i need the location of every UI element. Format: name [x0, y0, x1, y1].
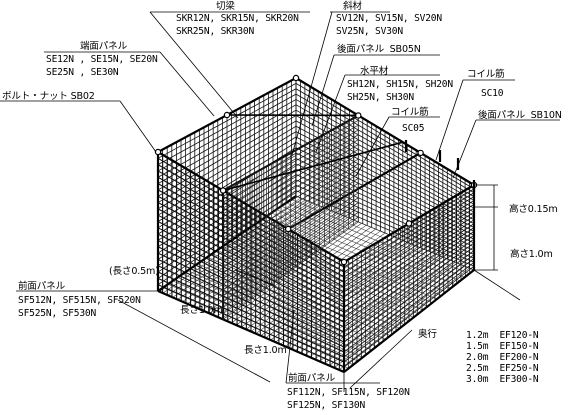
length-10-label-b: 長さ1.0m [244, 345, 287, 356]
shazai-title: 斜材 [343, 1, 362, 12]
kiribari-title: 切梁 [216, 1, 235, 12]
bolts [154, 74, 478, 266]
depth-row-5: 3.0m EF300-N [466, 374, 539, 385]
coil-sc05-title: コイル筋 [391, 107, 429, 118]
kiribari-codes-2: SKR25N, SKR30N [176, 26, 255, 37]
height-015-label: 高さ0.15m [509, 204, 558, 215]
tanmen-panel-title: 端面パネル [80, 41, 127, 52]
suiheizai-codes-2: SH25N, SH30N [347, 92, 414, 103]
dimension-lines [117, 184, 521, 392]
height-10-label: 高さ1.0m [510, 249, 553, 260]
koumen-panel-sb05n: 後面パネル SB05N [337, 44, 421, 55]
zenmen-panel-left-codes-1: SF512N, SF515N, SF520N [18, 295, 141, 306]
leader-lines [0, 11, 560, 384]
suiheizai-title: 水平材 [360, 66, 389, 77]
zenmen-panel-left-codes-2: SF525N, SF530N [18, 308, 97, 319]
tanmen-panel-codes-2: SE25N , SE30N [46, 67, 119, 78]
zenmen-panel-bottom-codes-1: SF112N, SF115N, SF120N [287, 387, 410, 398]
kiribari-codes-1: SKR12N, SKR15N, SKR20N [176, 13, 299, 24]
coil-sc05-code: SC05 [402, 123, 425, 134]
zenmen-panel-bottom-codes-2: SF125N, SF130N [287, 400, 366, 411]
coil-sc10-title: コイル筋 [467, 69, 505, 80]
shazai-codes-1: SV12N, SV15N, SV20N [336, 13, 442, 24]
length-05-label: (長さ0.5m) [109, 266, 159, 277]
left-end-panel-mesh [157, 77, 297, 292]
tanmen-panel-codes-1: SE12N , SE15N, SE20N [46, 54, 158, 65]
depth-row-4: 2.5m EF250-N [466, 363, 539, 374]
zenmen-panel-bottom-title: 前面パネル [288, 373, 335, 384]
diagonal-braces [222, 114, 404, 192]
divider-panel-mesh [222, 115, 359, 320]
depth-row-1: 1.2m EF120-N [466, 330, 539, 341]
suiheizai-codes-1: SH12N, SH15N, SH20N [347, 79, 453, 90]
coil-sc10-code: SC10 [481, 88, 504, 99]
zenmen-panel-left-title: 前面パネル [18, 281, 65, 292]
depth-row-2: 1.5m EF150-N [466, 341, 539, 352]
koumen-panel-sb10n: 後面パネル SB10N [478, 110, 562, 121]
bolt-nut-label: ボルト・ナット SB02 [2, 91, 95, 102]
right-end-panel-mesh [343, 184, 475, 373]
shazai-codes-2: SV25N, SV30N [336, 26, 403, 37]
depth-title: 奥行 [418, 329, 437, 340]
depth-row-3: 2.0m EF200-N [466, 352, 539, 363]
length-10-label-a: 長さ1.0m [180, 305, 223, 316]
